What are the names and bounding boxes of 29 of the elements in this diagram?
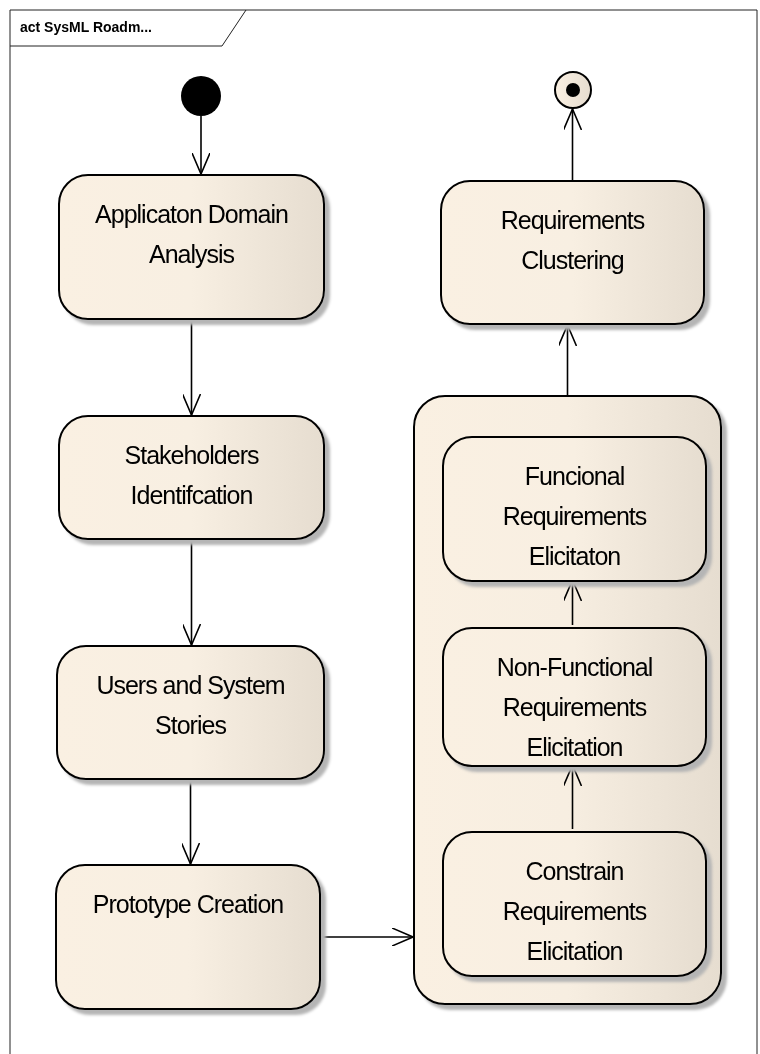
action-box (55, 864, 321, 1010)
control-flow-arrow (181, 319, 202, 416)
action-box (56, 645, 325, 780)
final-node (554, 71, 592, 109)
action-box (442, 627, 707, 767)
action-label: Users and System Stories (95, 670, 286, 741)
action-box (58, 415, 325, 540)
action-label: Prototype Creation (92, 889, 284, 920)
control-flow-arrow (562, 579, 583, 626)
control-flow-arrow (557, 324, 578, 396)
control-flow-arrow (181, 539, 202, 646)
action-label: Applicaton Domain Analysis (94, 199, 289, 270)
action-label: Funcional Requirements Elicitaton (501, 461, 648, 572)
action-box (442, 436, 707, 582)
control-flow-arrow (562, 108, 583, 181)
control-flow-arrow (562, 764, 583, 830)
action-box (440, 180, 705, 325)
initial-node (181, 76, 221, 116)
action-label: Requirements Clustering (499, 205, 646, 276)
action-label: Constrain Requirements Elicitation (501, 856, 648, 967)
frame-title: act SysML Roadm... (20, 18, 152, 36)
action-box (442, 831, 707, 977)
control-flow-arrow (191, 115, 211, 175)
control-flow-arrow (180, 779, 201, 865)
action-label: Non-Functional Requirements Elicitation (495, 652, 654, 763)
action-label: Stakeholders Identifcation (123, 440, 260, 511)
action-box (58, 174, 325, 320)
activity-region (413, 395, 722, 1005)
control-flow-arrow (320, 927, 414, 947)
